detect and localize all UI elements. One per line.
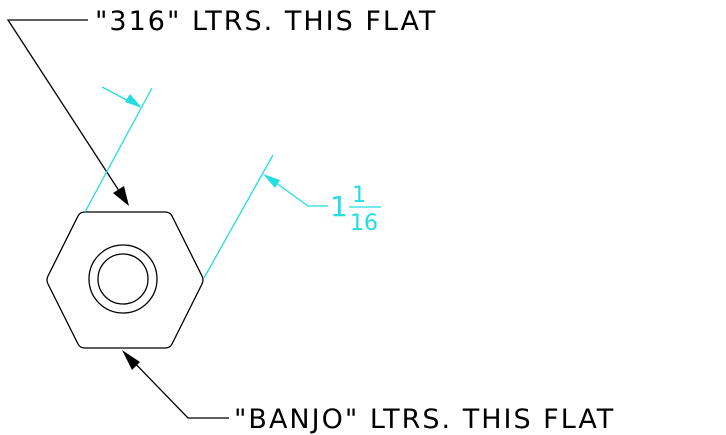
top-leader-line: [6, 19, 126, 201]
dimension-leader-lower: [267, 176, 328, 207]
bore-outer-circle: [88, 244, 158, 314]
dimension-numerator: 1: [352, 183, 366, 208]
extension-line-lower: [203, 154, 274, 279]
hex-outline: [46, 211, 204, 349]
hex-nut: [46, 211, 204, 349]
extension-line-upper: [84, 87, 153, 213]
dimension-denominator: 16: [350, 211, 378, 236]
dimension-value: 1 1 16: [330, 183, 381, 236]
dimension-arrowhead-upper: [125, 94, 142, 108]
across-flats-dimension: [84, 86, 328, 279]
dimension-arrowhead-lower: [263, 174, 280, 188]
dimension-whole: 1: [330, 190, 348, 223]
bore-inner-circle: [97, 253, 149, 305]
bottom-leader-line: [126, 354, 229, 419]
top-note-leader: [6, 19, 129, 206]
top-leader-arrowhead: [113, 186, 129, 206]
bottom-note-leader: [122, 350, 229, 419]
bottom-leader-arrowhead: [122, 350, 140, 370]
bottom-note-text: "BANJO" LTRS. THIS FLAT: [234, 404, 615, 435]
top-note-text: "316" LTRS. THIS FLAT: [95, 6, 437, 37]
